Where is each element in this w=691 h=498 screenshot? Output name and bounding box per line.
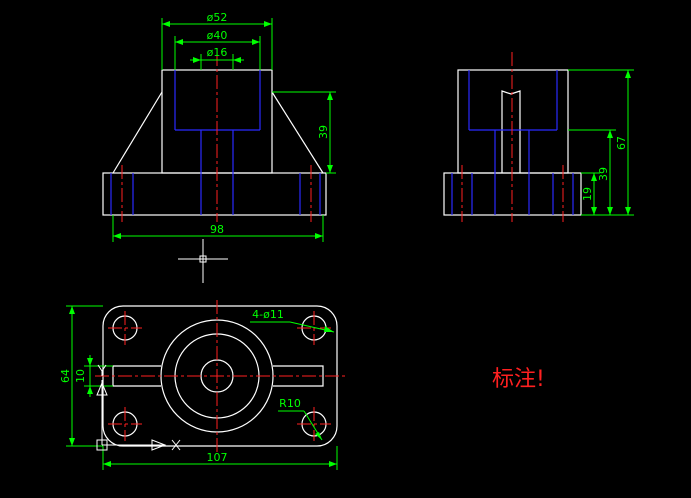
dim-height-67: 67 — [615, 136, 628, 150]
front-view-center-lines — [121, 52, 312, 222]
front-view-hidden-lines — [110, 70, 321, 215]
dim-length-107: 107 — [207, 451, 228, 464]
side-view-arrowheads — [591, 70, 631, 215]
dim-4-holes-diameter-11: 4-ø11 — [252, 308, 284, 321]
dim-height-39-side: 39 — [597, 167, 610, 181]
ucs-axis-icon — [96, 364, 181, 451]
top-view: 4-ø11 R10 64 10 107 — [59, 300, 345, 470]
side-view-center-lines — [461, 52, 564, 222]
dim-width-98: 98 — [210, 223, 224, 236]
top-view-arrowheads — [69, 306, 337, 467]
annotation-note: 标注! — [492, 367, 545, 392]
dim-diameter-40: ø40 — [207, 29, 228, 42]
front-view: ø52 ø40 ø16 39 98 — [102, 11, 336, 242]
side-view: 67 39 19 — [443, 52, 634, 222]
dim-diameter-16: ø16 — [207, 46, 228, 59]
dim-depth-64: 64 — [59, 369, 72, 383]
dim-height-19: 19 — [581, 187, 594, 201]
top-view-center-lines — [95, 300, 345, 452]
dim-diameter-52: ø52 — [207, 11, 228, 24]
crosshair-cursor — [178, 239, 228, 283]
side-view-dimension-lines — [568, 69, 634, 216]
dim-radius-10: R10 — [279, 397, 301, 410]
front-view-arrowheads — [113, 21, 333, 239]
dim-slot-10: 10 — [74, 369, 87, 383]
dim-height-39: 39 — [317, 125, 330, 139]
side-view-hidden-lines — [451, 70, 574, 215]
